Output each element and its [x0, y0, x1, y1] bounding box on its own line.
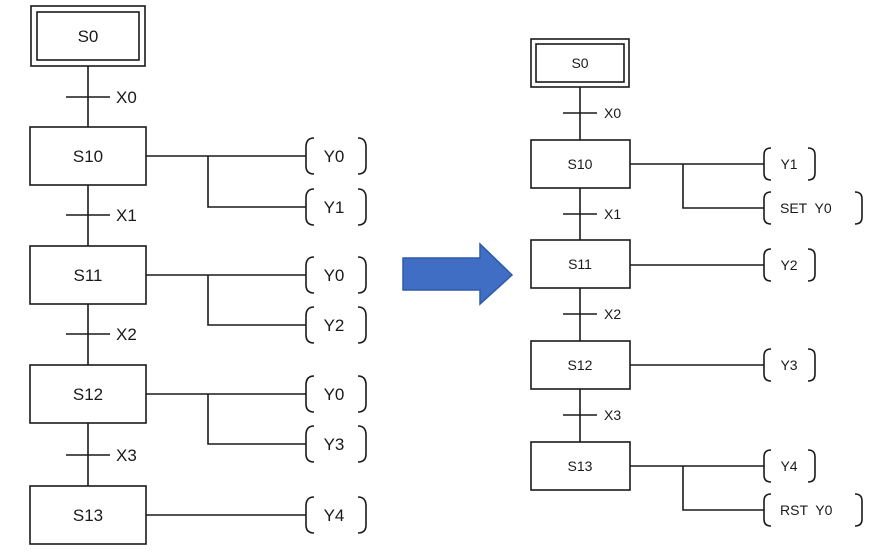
- right-action-coil: Y1: [763, 147, 816, 181]
- right-action-coil: Y3: [763, 348, 816, 382]
- right-step-s10: S10: [530, 139, 631, 189]
- arrow-shape: [402, 242, 514, 306]
- svg-text:Y2: Y2: [324, 316, 345, 335]
- right-transition-x2: X2: [563, 306, 621, 322]
- svg-text:Y4: Y4: [780, 458, 797, 474]
- left-transition-x2: X2: [66, 325, 137, 344]
- right-step-s12: S12: [530, 340, 631, 390]
- left-actions-s13: Y4: [146, 496, 367, 534]
- left-initial-step-label: S0: [78, 27, 99, 46]
- left-action-coil: Y4: [305, 496, 367, 534]
- left-action-coil: Y1: [305, 188, 367, 226]
- left-action-coil: Y0: [305, 375, 367, 413]
- right-actions-s12: Y3: [630, 348, 816, 382]
- left-action-coil: Y2: [305, 306, 367, 344]
- right-actions-s13: Y4 RST Y0: [630, 449, 863, 527]
- right-initial-step-label: S0: [571, 55, 588, 71]
- right-action-coil: Y2: [763, 248, 816, 282]
- left-actions-s12: Y0 Y3: [146, 375, 367, 463]
- left-step-label: S11: [74, 266, 103, 285]
- right-actions-s10: Y1 SET Y0: [630, 147, 863, 225]
- right-transition-label: X2: [604, 306, 621, 322]
- left-step-label: S12: [73, 385, 103, 404]
- left-step-label: S13: [73, 506, 103, 525]
- left-transition-x3: X3: [66, 446, 137, 465]
- svg-text:Y2: Y2: [780, 257, 797, 273]
- svg-text:Y1: Y1: [780, 156, 797, 172]
- right-transition-x3: X3: [563, 407, 621, 423]
- svg-text:Y3: Y3: [324, 435, 345, 454]
- left-transition-label: X3: [116, 446, 137, 465]
- left-action-coil: Y0: [305, 137, 367, 175]
- left-step-s13: S13: [29, 485, 147, 545]
- left-actions-s10: Y0 Y1: [146, 137, 367, 226]
- svg-text:Y0: Y0: [324, 266, 345, 285]
- svg-text:RST Y0: RST Y0: [780, 502, 833, 518]
- svg-text:Y4: Y4: [324, 506, 345, 525]
- left-transition-label: X0: [116, 88, 137, 107]
- right-action-coil: SET Y0: [763, 191, 863, 225]
- right-action-coil: Y4: [763, 449, 816, 483]
- right-transition-x1: X1: [563, 206, 621, 222]
- svg-text:SET Y0: SET Y0: [780, 200, 832, 216]
- svg-text:Y0: Y0: [324, 385, 345, 404]
- right-step-s13: S13: [530, 441, 631, 491]
- left-transition-x1: X1: [66, 206, 137, 225]
- left-step-s12: S12: [29, 364, 147, 424]
- right-initial-step: S0: [530, 38, 630, 88]
- left-step-s10: S10: [29, 126, 147, 186]
- right-step-label: S12: [568, 357, 593, 373]
- svg-text:Y0: Y0: [324, 147, 345, 166]
- right-step-s11: S11: [530, 239, 631, 289]
- left-sfc-diagram: S0 X0 X1 X2 X3 S10 S11 S12: [29, 5, 367, 545]
- left-transition-label: X2: [116, 325, 137, 344]
- svg-text:Y1: Y1: [324, 198, 345, 217]
- right-transition-label: X1: [604, 206, 621, 222]
- left-step-label: S10: [73, 147, 103, 166]
- right-step-label: S13: [568, 458, 593, 474]
- left-transition-x0: X0: [66, 88, 137, 107]
- right-step-label: S10: [568, 156, 593, 172]
- left-transition-label: X1: [116, 206, 137, 225]
- right-actions-s11: Y2: [630, 248, 816, 282]
- right-arrow-icon: [402, 242, 514, 306]
- left-actions-s11: Y0 Y2: [146, 256, 367, 344]
- left-initial-step: S0: [30, 5, 146, 67]
- left-step-s11: S11: [29, 245, 147, 305]
- left-action-coil: Y0: [305, 256, 367, 294]
- right-transition-label: X0: [604, 105, 621, 121]
- right-transition-label: X3: [604, 407, 621, 423]
- right-action-coil: RST Y0: [763, 493, 863, 527]
- right-step-label: S11: [568, 256, 592, 272]
- right-sfc-diagram: S0 X0 X1 X2 X3 S10 S11 S12: [530, 38, 863, 527]
- svg-text:Y3: Y3: [780, 357, 797, 373]
- right-transition-x0: X0: [563, 105, 621, 121]
- left-action-coil: Y3: [305, 425, 367, 463]
